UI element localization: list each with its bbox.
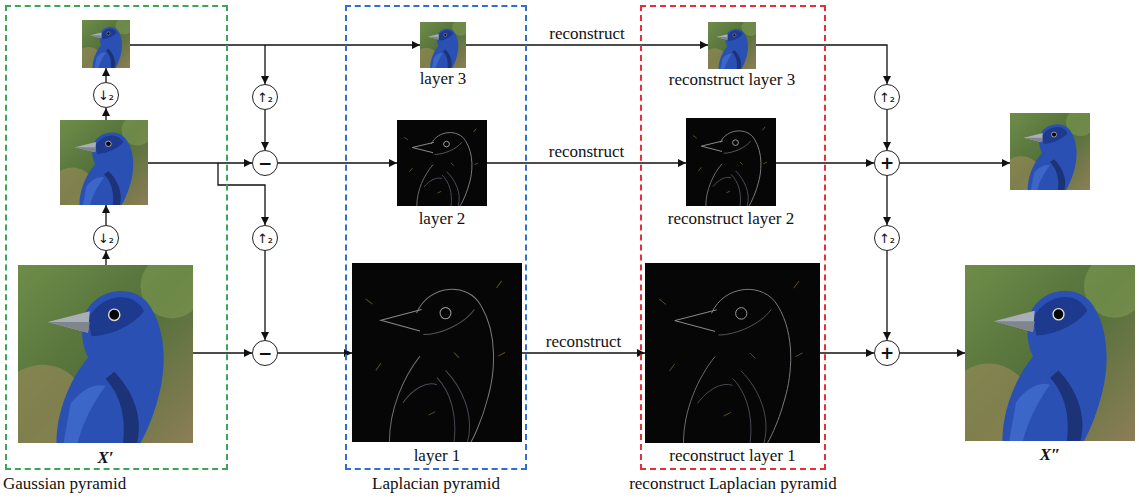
laplacian-detail-image <box>397 120 487 206</box>
image-node: reconstruct layer 2 <box>686 118 776 206</box>
image-caption: layer 2 <box>419 209 466 229</box>
operator-symbol: + <box>880 345 894 362</box>
gaussian-images <box>0 17 204 457</box>
laplacian-detail-image <box>645 263 820 443</box>
resample-symbol: ↑₂ <box>257 232 273 245</box>
edge-label: reconstruct <box>549 142 625 162</box>
image-caption: X′ <box>97 448 113 468</box>
group-heading: Laplacian pyramid <box>372 474 500 494</box>
resample-node: ↑₂ <box>252 84 278 110</box>
resample-symbol: ↑₂ <box>879 232 895 245</box>
resample-node: ↑₂ <box>252 225 278 251</box>
connector-arrow <box>264 251 265 340</box>
connector-arrow <box>820 352 874 353</box>
image-caption: layer 3 <box>420 69 467 89</box>
image-node: X″ <box>965 265 1135 441</box>
laplacian-detail-image <box>686 118 776 206</box>
image-node: layer 1 <box>352 263 522 442</box>
bird-image-large <box>0 254 204 457</box>
wire <box>105 205 106 225</box>
wire <box>264 45 265 84</box>
edge-label: reconstruct <box>549 24 625 44</box>
wire <box>900 162 1010 163</box>
resample-node: ↑₂ <box>874 225 900 251</box>
laplacian-detail-image <box>352 263 522 442</box>
bird-image-medium <box>1000 108 1094 196</box>
resample-node: ↓₂ <box>93 82 119 108</box>
bird-image-small <box>414 19 468 71</box>
resample-node: ↑₂ <box>874 84 900 110</box>
laplacian-images <box>352 19 522 442</box>
layout-wires <box>106 45 1010 225</box>
connector-arrow <box>466 44 708 45</box>
pyramid-group: reconstruct Laplacian pyramidreconstruct… <box>640 5 826 470</box>
bird-image-small <box>76 17 133 72</box>
group-heading: reconstruct Laplacian pyramid <box>629 474 837 494</box>
image-caption: layer 1 <box>414 446 461 466</box>
image-node: X′ <box>18 265 193 443</box>
operator-symbol: − <box>258 345 272 362</box>
wire <box>148 162 252 163</box>
image-node: reconstruct layer 3 <box>708 22 756 69</box>
resample-symbol: ↑₂ <box>257 91 273 104</box>
connector-arrow <box>278 162 397 163</box>
operator-symbol: + <box>880 155 894 172</box>
operator-symbol: − <box>258 155 272 172</box>
image-node: reconstruct layer 1 <box>645 263 820 443</box>
wire <box>105 108 106 120</box>
connector-arrow <box>193 352 252 353</box>
edge-label: reconstruct <box>546 332 622 352</box>
connector-arrow <box>264 110 265 150</box>
resample-node: ↓₂ <box>93 225 119 251</box>
reconstructed-layer-images <box>645 19 820 443</box>
pyramid-group: Gaussian pyramid↓₂↓₂X′ <box>5 5 228 470</box>
connector-arrow <box>886 110 887 150</box>
pyramid-group: Laplacian pyramidlayer 3layer 2layer 1 <box>345 5 527 470</box>
image-node: layer 2 <box>397 120 487 206</box>
wire <box>130 44 420 45</box>
image-node: layer 3 <box>420 22 466 68</box>
resample-symbol: ↓₂ <box>98 232 114 245</box>
connector-arrow <box>278 352 352 353</box>
bird-image-small <box>702 19 759 73</box>
operator-node: − <box>252 150 278 176</box>
image-caption: reconstruct layer 1 <box>669 446 796 466</box>
wire <box>105 68 106 82</box>
operator-node: + <box>874 340 900 366</box>
connector-arrow <box>886 176 887 225</box>
group-heading: Gaussian pyramid <box>3 474 126 494</box>
image-caption: X″ <box>1040 445 1061 465</box>
image-caption: reconstruct layer 2 <box>668 209 795 229</box>
resample-symbol: ↓₂ <box>98 89 114 102</box>
connector-arrow <box>487 162 686 163</box>
operator-node: + <box>874 150 900 176</box>
resample-symbol: ↑₂ <box>879 91 895 104</box>
bird-image-large <box>945 254 1139 455</box>
connector-arrow <box>105 251 106 265</box>
operator-node: − <box>252 340 278 366</box>
bird-image-medium <box>49 115 153 212</box>
connector-arrow <box>522 352 645 353</box>
output-images <box>945 108 1139 455</box>
connector-arrow <box>900 352 965 353</box>
connector-arrow <box>886 251 887 340</box>
image-caption: reconstruct layer 3 <box>669 70 796 90</box>
